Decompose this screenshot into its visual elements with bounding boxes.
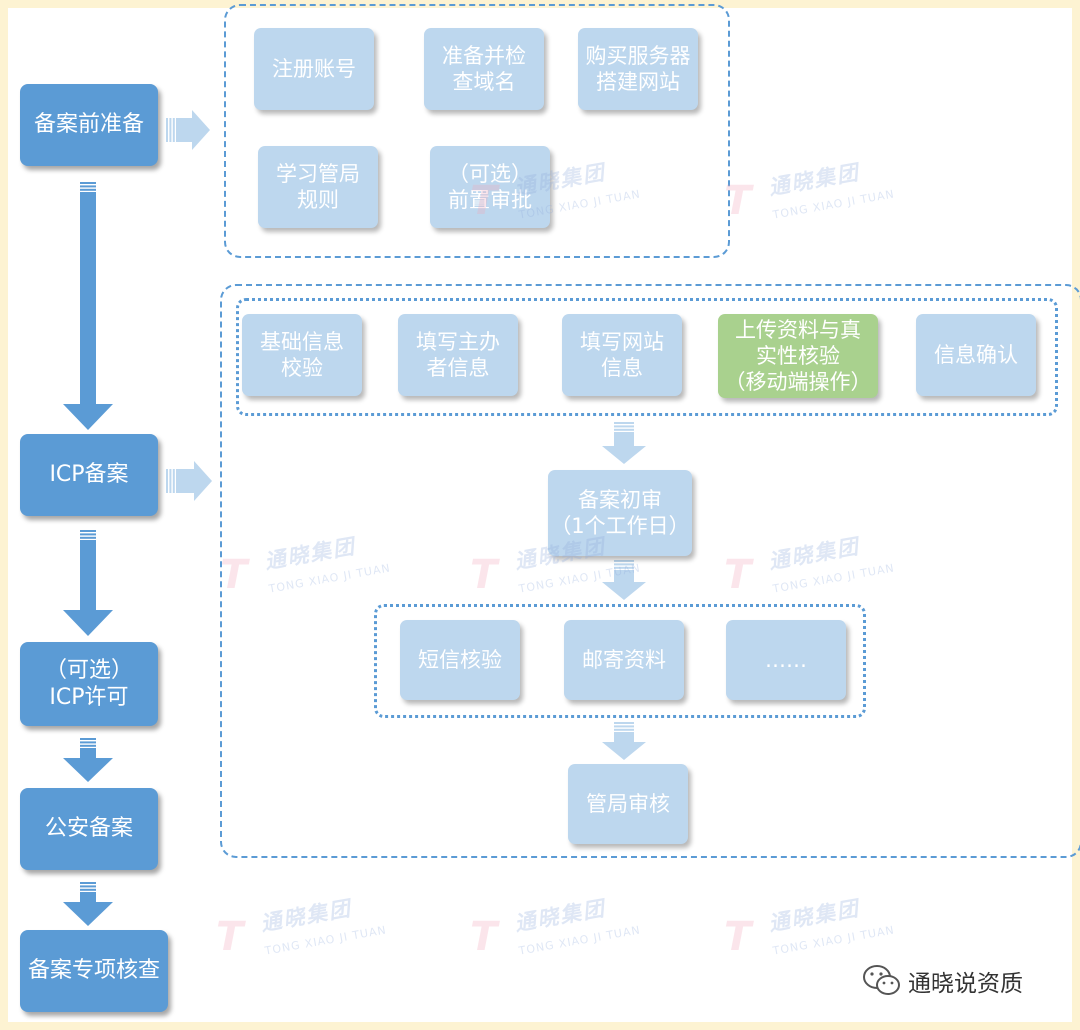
icp-upload-verify: 上传资料与真 实性核验 （移动端操作）	[718, 314, 878, 398]
step-icp-filing: ICP备案	[20, 434, 158, 516]
arrow-pre-to-group	[166, 110, 210, 150]
prep-buy-server: 购买服务器 搭建网站	[578, 28, 698, 110]
brand-footer: 通晓说资质	[862, 964, 1023, 998]
initial-review: 备案初审 （1个工作日）	[548, 470, 692, 556]
prep-learn-rules: 学习管局 规则	[258, 146, 378, 228]
arrow-license-to-police	[63, 738, 113, 782]
icp-steps-container	[236, 298, 1058, 416]
final-review: 管局审核	[568, 764, 688, 844]
prep-register-account: 注册账号	[254, 28, 374, 110]
step-police-filing: 公安备案	[20, 788, 158, 870]
step-pre-preparation: 备案前准备	[20, 84, 158, 166]
verify-steps-container	[374, 604, 866, 718]
arrow-verify-to-final	[602, 722, 646, 760]
prep-group-container	[224, 4, 730, 258]
prep-pre-approval: （可选） 前置审批	[430, 146, 550, 228]
verify-more: ……	[726, 620, 846, 700]
prep-check-domain: 准备并检 查域名	[424, 28, 544, 110]
step-icp-license: （可选） ICP许可	[20, 642, 158, 726]
brand-label: 通晓说资质	[908, 971, 1023, 997]
arrow-pre-to-icp	[63, 182, 113, 430]
icp-website-info: 填写网站 信息	[562, 314, 682, 396]
icp-group-container	[220, 284, 1080, 858]
icp-info-confirm: 信息确认	[916, 314, 1036, 396]
verify-mail-docs: 邮寄资料	[564, 620, 684, 700]
arrow-steps-to-initial-review	[602, 422, 646, 464]
arrow-icp-to-group	[166, 461, 212, 501]
verify-sms: 短信核验	[400, 620, 520, 700]
arrow-initial-to-verify	[602, 560, 646, 600]
arrow-police-to-check	[63, 882, 113, 926]
arrow-group	[63, 110, 646, 926]
wechat-icon	[863, 965, 900, 995]
icp-basic-info-check: 基础信息 校验	[242, 314, 362, 396]
step-special-check: 备案专项核查	[20, 930, 168, 1012]
arrow-icp-to-license	[63, 530, 113, 636]
icp-sponsor-info: 填写主办 者信息	[398, 314, 518, 396]
